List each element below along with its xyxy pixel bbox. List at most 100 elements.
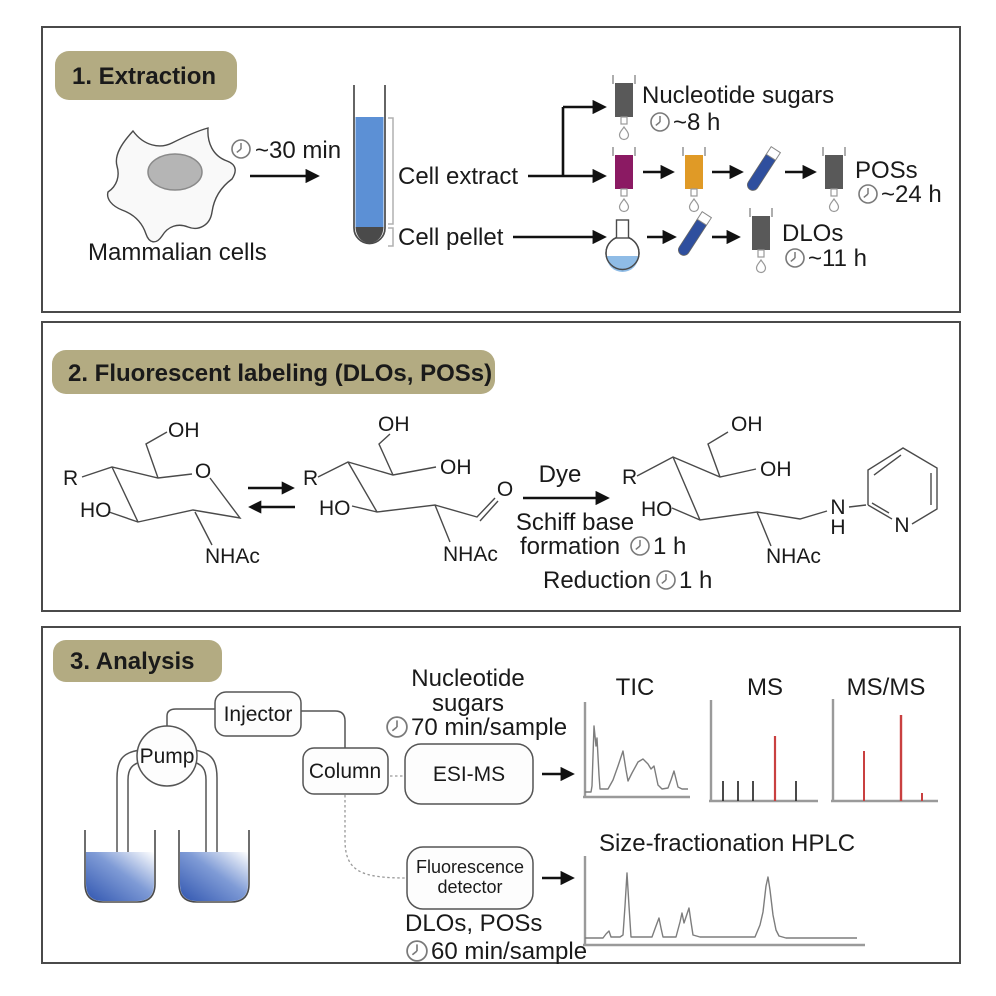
dye-label: Dye [539,461,582,488]
panel-2-title-pill [52,350,495,394]
clock-icon [386,716,408,738]
panel-extraction: 1. Extraction Mammalian cells ~30 min Ce… [41,26,961,313]
clock-icon [630,536,650,556]
esi-ms-label: ESI-MS [433,763,505,786]
atom-r: R [63,467,78,490]
panel-3-title-pill [53,640,222,682]
pump-label: Pump [140,745,195,768]
sugar-open-structure: R OH OH HO O NHAc [303,413,513,566]
reduction-time: 1 h [679,567,712,594]
solvent-beaker-right [178,830,250,903]
clock-icon [406,940,428,962]
right-tube-outer [192,749,218,866]
atom-ho: HO [80,499,112,522]
dlos-label: DLOs [782,220,843,247]
atom-ho: HO [319,497,351,520]
column-fluorescence-dotted-line [344,795,408,879]
labeled-product-structure: R OH OH HO NHAc N H N [622,413,938,568]
tube-outline [353,85,386,245]
mammalian-cells-label: Mammalian cells [88,239,267,266]
reduction-label: Reduction [543,567,651,594]
atom-r: R [622,466,637,489]
clock-icon [656,570,676,590]
extract-branch-line [528,107,565,178]
fluorescence-label-1: Fluorescence [416,857,524,877]
solvent-beaker-left [84,830,156,903]
dlos-time: 60 min/sample [431,938,587,965]
tic-plot: TIC [583,674,690,799]
msms-label: MS/MS [847,674,926,701]
round-flask-icon [605,219,640,272]
hplc-plot: Size-fractionation HPLC [583,830,865,947]
cell-extract-label: Cell extract [398,163,518,190]
atom-n: N [830,496,845,519]
atom-r: R [303,467,318,490]
panel-labeling: 2. Fluorescent labeling (DLOs, POSs) R O… [41,321,961,612]
fluorescence-detector-node [406,846,534,910]
atom-nhac: NHAc [443,543,498,566]
panel-analysis: 3. Analysis Pump Injector Column ESI-MS … [41,626,961,965]
nucleotide-line1: Nucleotide [411,665,524,692]
left-tube-outer [116,749,142,866]
atom-ring-n: N [894,514,909,537]
dlos-poss-label: DLOs, POSs [405,910,542,937]
panel-1-title-pill [55,51,237,100]
atom-ring-o: O [195,460,211,483]
pyridine-ring: N [867,447,938,537]
clock-icon [650,112,670,132]
fluorescence-label-2: detector [437,877,502,897]
ms-black-sticks [722,781,797,801]
tic-label: TIC [616,674,655,701]
ms-plot: MS [709,674,818,803]
injector-label: Injector [224,703,293,726]
cell-nucleus [147,153,203,191]
injector-column-line [301,710,346,748]
column-label: Column [309,760,381,783]
pump-injector-line [166,708,215,727]
formation-time: 1 h [653,533,686,560]
nucleotide-time: 70 min/sample [411,714,567,741]
atom-oh: OH [760,458,792,481]
sugar-ring-structure: R O OH HO NHAc [63,419,260,568]
clock-icon [858,184,878,204]
beaker-liquid [180,852,248,901]
mammalian-cell-illustration [106,127,236,243]
atom-nhac: NHAc [766,545,821,568]
poss-time-label: ~24 h [881,181,942,208]
panel-1-title: 1. Extraction [72,63,216,90]
atom-nhac: NHAc [205,545,260,568]
formation-label: formation [520,533,620,560]
atom-ho: HO [641,498,673,521]
beaker-liquid [86,852,154,901]
poss-label: POSs [855,157,918,184]
hplc-title: Size-fractionation HPLC [599,830,855,857]
atom-oh: OH [440,456,472,479]
injector-node [214,691,302,737]
atom-oh: OH [731,413,763,436]
reaction-conditions: Dye Schiff base formation 1 h Reduction … [516,461,713,594]
msms-red-sticks [863,751,923,801]
nucleotide-sugars-label: Nucleotide sugars [642,82,834,109]
msms-plot: MS/MS [831,674,938,803]
atom-oh: OH [168,419,200,442]
panel-2-title: 2. Fluorescent labeling (DLOs, POSs) [68,360,492,387]
cell-extract-liquid [355,117,384,227]
esi-ms-node [404,743,534,805]
extract-bracket [388,117,394,225]
pellet-bracket [388,227,394,247]
schiff-base-label: Schiff base [516,509,634,536]
beaker-outline [84,830,156,903]
atom-oh: OH [378,413,410,436]
extraction-time-label: ~30 min [255,137,341,164]
cell-pellet-shape [355,227,384,243]
clock-icon [785,248,805,268]
nucleotide-line2: sugars [432,690,504,717]
atom-aldehyde-o: O [497,478,513,501]
nucleotide-time-label: ~8 h [673,109,720,136]
panel-3-title: 3. Analysis [70,648,195,675]
pump-node [136,725,198,787]
dlos-time-label: ~11 h [808,245,867,272]
beaker-outline [178,830,250,903]
